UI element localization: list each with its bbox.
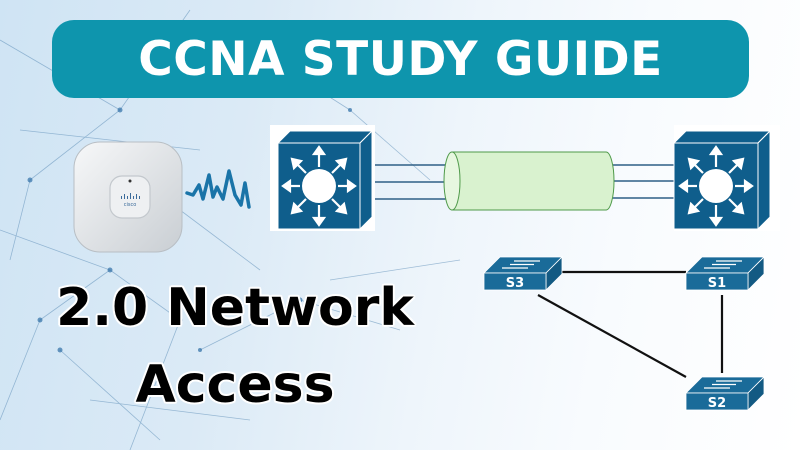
etherchannel-link [270, 125, 780, 231]
cisco-logo-text: cisco [124, 202, 137, 208]
switch-s2-icon: S2 [685, 376, 765, 411]
switch-topology: S3 S1 S2 [483, 256, 765, 411]
wireless-access-point-icon: cisco [73, 141, 183, 253]
subtitle-line-2: Access [135, 355, 335, 415]
switch-label: S2 [708, 396, 726, 411]
switch-label: S3 [506, 276, 524, 291]
page-title: CCNA STUDY GUIDE [138, 31, 663, 87]
link-s3-s2 [537, 294, 687, 378]
title-banner: CCNA STUDY GUIDE [52, 20, 749, 98]
subtitle-line-1: 2.0 Network [56, 278, 414, 338]
switch-s1-icon: S1 [685, 256, 765, 291]
etherchannel-bundle-icon [443, 151, 615, 211]
switch-label: S1 [708, 276, 726, 291]
wireless-signal-wave-icon [185, 169, 251, 209]
multilayer-switch-right-icon [672, 125, 780, 231]
multilayer-switch-left-icon [270, 125, 375, 231]
switch-s3-icon: S3 [483, 256, 563, 291]
